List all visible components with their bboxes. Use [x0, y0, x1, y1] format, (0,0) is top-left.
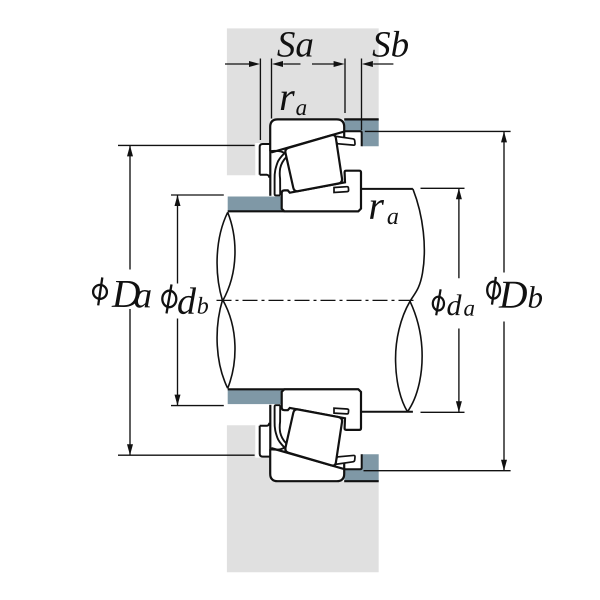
svg-text:a: a [387, 204, 399, 230]
svg-text:Sb: Sb [372, 25, 409, 66]
svg-text:a: a [463, 296, 475, 321]
svg-text:D: D [111, 272, 141, 316]
svg-text:b: b [197, 293, 209, 319]
svg-text:D: D [498, 273, 528, 317]
svg-text:Sa: Sa [277, 24, 314, 65]
svg-text:a: a [296, 95, 308, 120]
svg-text:r: r [368, 183, 384, 228]
svg-text:d: d [177, 281, 197, 323]
svg-text:b: b [527, 280, 543, 315]
svg-text:d: d [446, 289, 462, 322]
svg-text:r: r [279, 74, 295, 119]
svg-text:a: a [134, 275, 153, 316]
